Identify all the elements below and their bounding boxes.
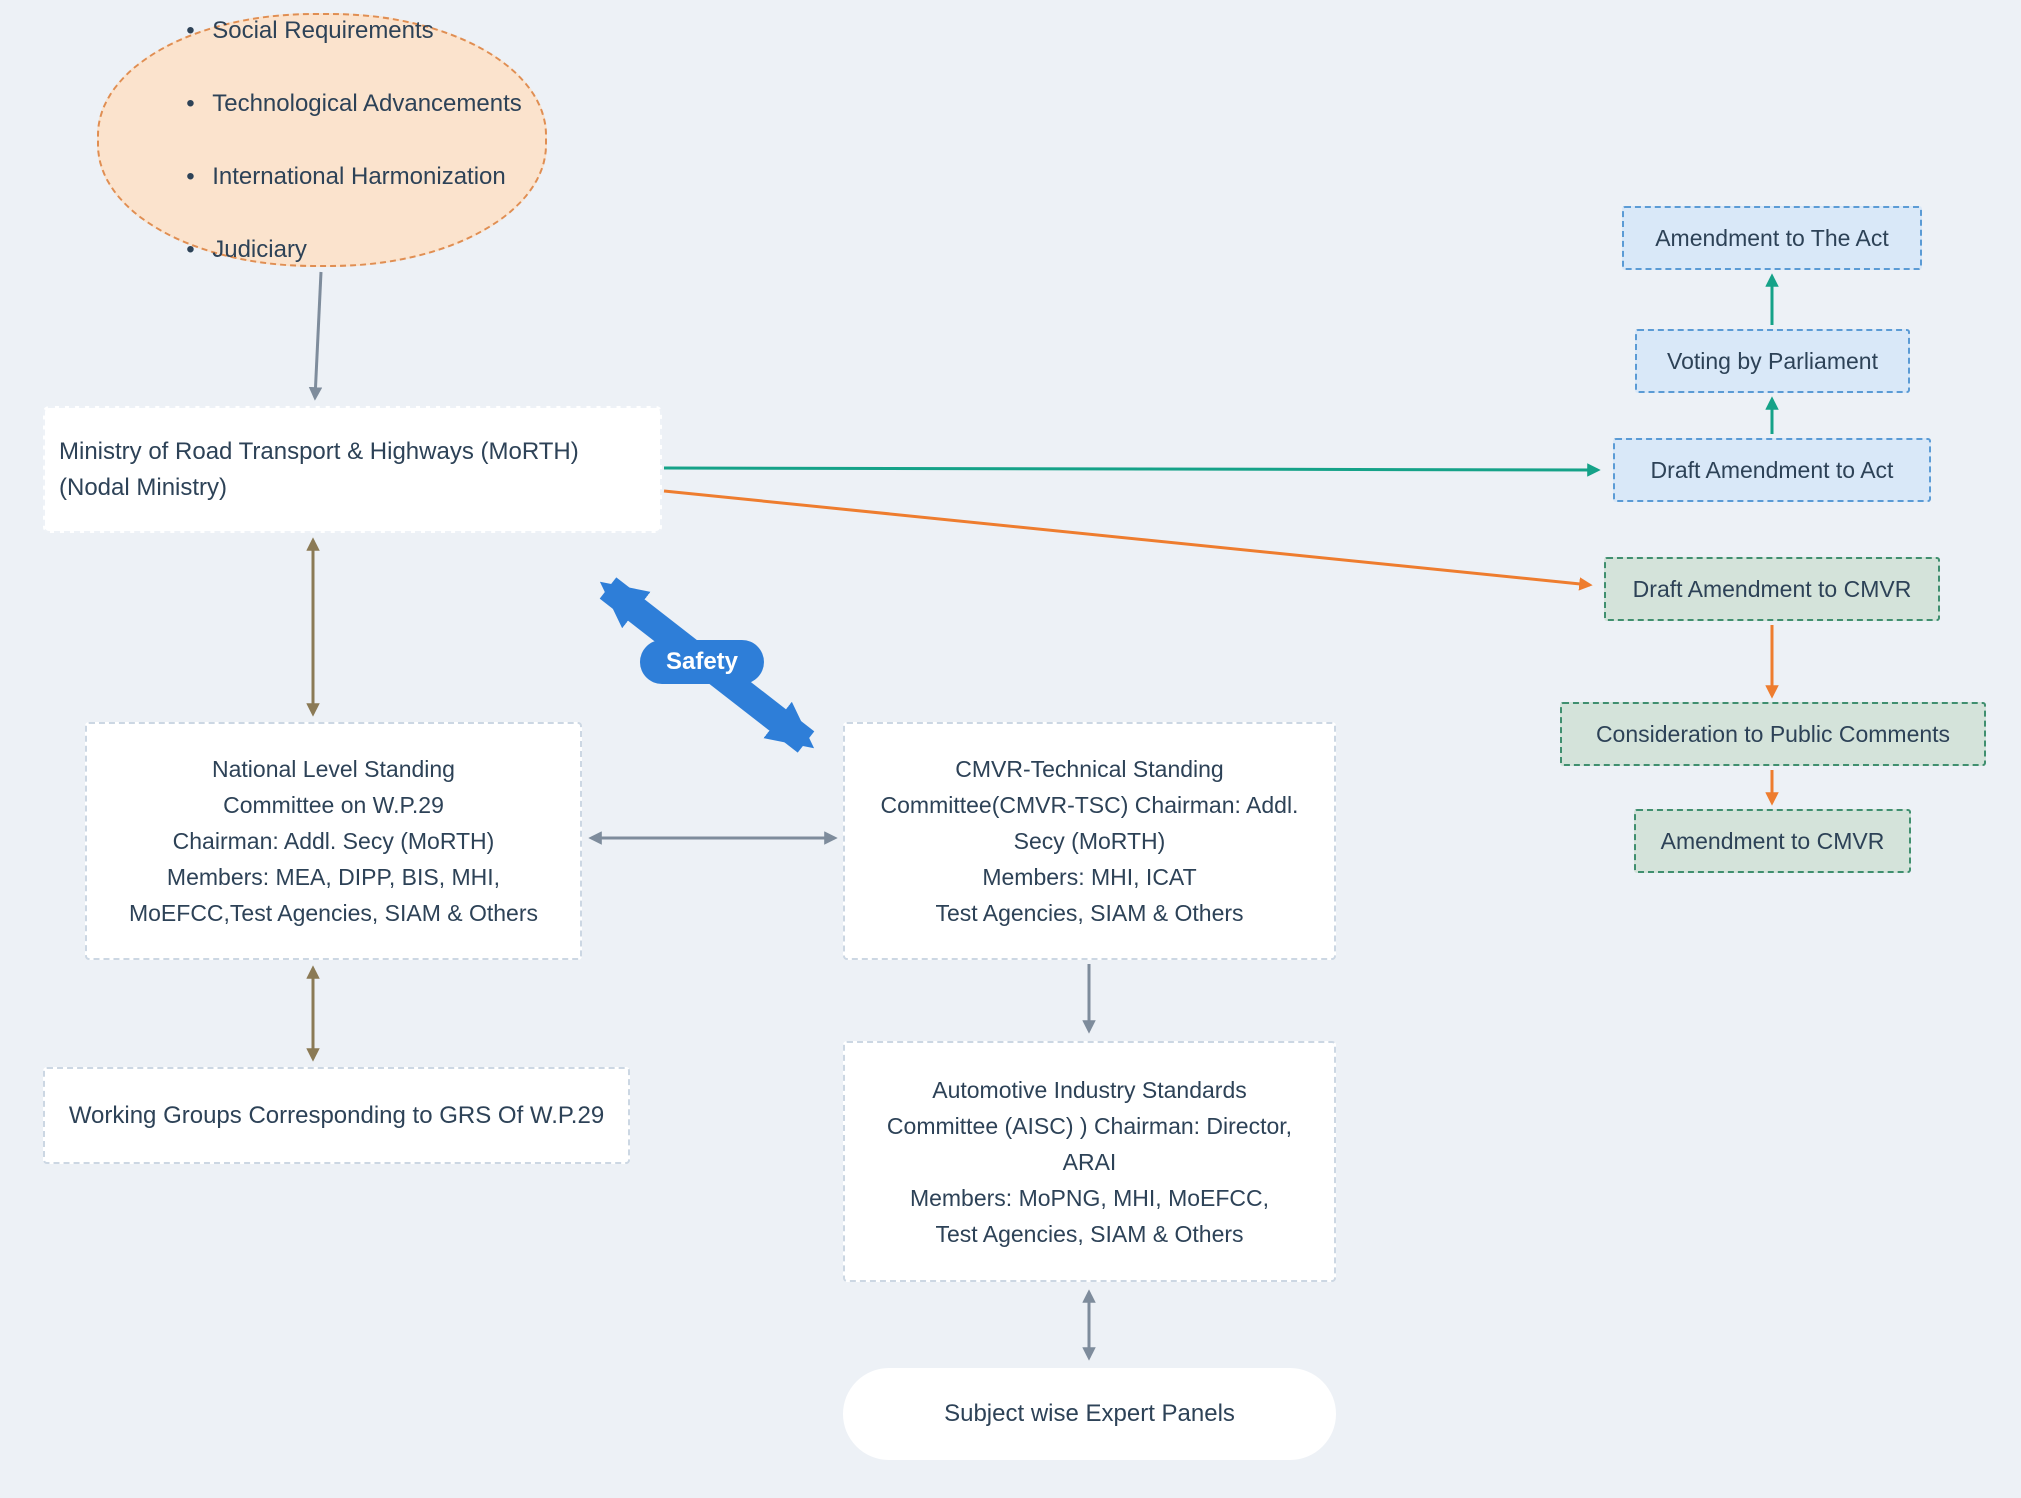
- node-amendment-cmvr: Amendment to CMVR: [1634, 809, 1911, 873]
- node-aisc: Automotive Industry Standards Committee …: [843, 1041, 1336, 1282]
- bullet-text: Judiciary: [212, 236, 307, 263]
- bullet-text: Social Requirements: [212, 17, 434, 44]
- bullet-item: Technological Advancements: [184, 85, 522, 122]
- node-expert-panels: Subject wise Expert Panels: [843, 1368, 1336, 1460]
- bullet-text: Technological Advancements: [212, 90, 522, 117]
- bullet-item: Social Requirements: [184, 12, 522, 49]
- node-public-comments: Consideration to Public Comments: [1560, 702, 1986, 766]
- node-national-committee: National Level Standing Committee on W.P…: [85, 722, 582, 960]
- bullet-item: International Harmonization: [184, 158, 522, 195]
- arrow-morth-to-draft-act: [663, 463, 1601, 477]
- node-morth: Ministry of Road Transport & Highways (M…: [43, 406, 662, 533]
- safety-arrow-label: Safety: [639, 640, 765, 684]
- sources-list: Social Requirements Technological Advanc…: [122, 0, 522, 304]
- sources-bubble: Social Requirements Technological Advanc…: [97, 12, 547, 268]
- node-draft-amendment-cmvr: Draft Amendment to CMVR: [1604, 557, 1940, 621]
- bullet-item: Judiciary: [184, 231, 522, 268]
- node-cmvr-tsc: CMVR-Technical Standing Committee(CMVR-T…: [843, 722, 1336, 960]
- node-working-groups: Working Groups Corresponding to GRS Of W…: [43, 1067, 630, 1164]
- arrow-morth-to-draft-cmvr: [663, 489, 1593, 591]
- node-voting-parliament: Voting by Parliament: [1635, 329, 1910, 393]
- bullet-text: International Harmonization: [212, 163, 506, 190]
- node-draft-amendment-act: Draft Amendment to Act: [1613, 438, 1931, 502]
- node-amendment-act: Amendment to The Act: [1622, 206, 1922, 270]
